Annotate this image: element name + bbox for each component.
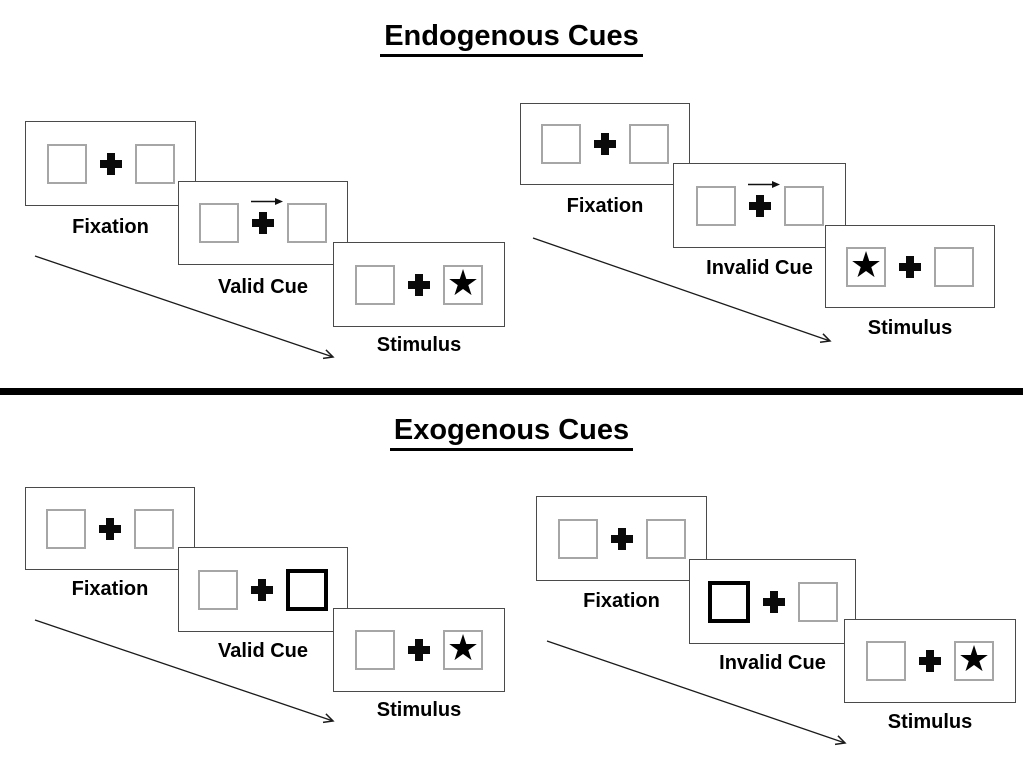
- plus-glyph: [251, 578, 273, 601]
- right-placeholder-box: [645, 518, 686, 559]
- target-star-icon: ★: [957, 639, 991, 680]
- right-placeholder-box: [287, 203, 327, 243]
- left-placeholder-box: [46, 508, 86, 549]
- plus-glyph: [919, 650, 941, 672]
- frame-label-stimulus: Stimulus: [867, 317, 953, 339]
- plus-glyph: [99, 152, 122, 175]
- timeline-arrow-icon: [34, 255, 335, 360]
- fixation-cross-icon: [919, 650, 941, 672]
- fixation-frame: [25, 487, 195, 570]
- frame-label-cue: Invalid Cue: [719, 652, 826, 674]
- left-placeholder-box: [355, 264, 395, 305]
- fixation-cross-icon: [594, 133, 616, 155]
- plus-glyph: [408, 639, 430, 661]
- fixation-cross-icon: [899, 255, 921, 278]
- left-placeholder-box: [199, 203, 239, 243]
- target-star-icon: ★: [446, 262, 480, 304]
- target-box: ★: [846, 244, 886, 287]
- right-placeholder-box: [134, 143, 175, 184]
- plus-glyph: [99, 517, 121, 540]
- fixation-cross-icon: [251, 198, 283, 234]
- left-placeholder-box: [557, 518, 598, 559]
- fixation-cross-icon: [408, 639, 430, 661]
- target-box: ★: [443, 630, 483, 670]
- endogenous-section-title: Endogenous Cues: [380, 20, 643, 57]
- frame-label-stimulus: Stimulus: [376, 334, 462, 356]
- right-placeholder-box: [797, 581, 838, 622]
- frame-label-fixation: Fixation: [71, 578, 149, 600]
- left-placeholder-box: [695, 185, 736, 226]
- target-star-icon: ★: [849, 244, 883, 286]
- target-box: ★: [443, 262, 483, 305]
- section-divider: [0, 388, 1023, 395]
- right-placeholder-box: [783, 185, 824, 226]
- right-placeholder-box: [629, 124, 669, 164]
- stimulus-frame: ★: [844, 619, 1016, 703]
- plus-glyph: [899, 255, 921, 278]
- exogenous-section-title-row: Exogenous Cues: [0, 414, 1023, 451]
- stimulus-frame: ★: [333, 608, 505, 692]
- right-placeholder-box: [934, 246, 974, 287]
- cue-highlight-box: [286, 568, 328, 611]
- exogenous-section-title: Exogenous Cues: [389, 414, 634, 451]
- left-placeholder-box: [866, 641, 906, 681]
- plus-glyph: [252, 212, 274, 234]
- fixation-cross-icon: [99, 517, 121, 540]
- left-placeholder-box: [355, 630, 395, 670]
- stimulus-frame: ★: [333, 242, 505, 327]
- fixation-cross-icon: [408, 273, 430, 296]
- frame-label-cue: Valid Cue: [217, 276, 309, 298]
- fixation-cross-icon: [99, 152, 122, 175]
- cue-frame: [178, 181, 348, 265]
- frame-label-fixation: Fixation: [583, 590, 660, 612]
- endogenous-section-title-row: Endogenous Cues: [0, 20, 1023, 57]
- fixation-frame: [536, 496, 707, 581]
- frame-label-fixation: Fixation: [566, 195, 644, 217]
- fixation-cross-icon: [610, 527, 633, 550]
- frame-label-stimulus: Stimulus: [376, 699, 462, 721]
- left-placeholder-box: [198, 569, 238, 610]
- fixation-frame: [25, 121, 196, 206]
- frame-label-stimulus: Stimulus: [887, 711, 973, 733]
- stimulus-frame: ★: [825, 225, 995, 308]
- timeline-arrow-icon: [532, 237, 832, 344]
- plus-glyph: [594, 133, 616, 155]
- cue-highlight-box: [707, 580, 750, 623]
- fixation-cross-icon: [251, 578, 273, 601]
- frame-label-cue: Invalid Cue: [706, 257, 813, 279]
- right-placeholder-box: [134, 508, 174, 549]
- cue-frame: [178, 547, 348, 632]
- target-box: ★: [954, 641, 994, 681]
- fixation-cross-icon: [747, 180, 780, 217]
- left-placeholder-box: [541, 124, 581, 164]
- cue-frame: [673, 163, 846, 248]
- cue-frame: [689, 559, 856, 644]
- plus-glyph: [748, 194, 771, 217]
- frame-label-fixation: Fixation: [72, 216, 149, 238]
- plus-glyph: [408, 273, 430, 296]
- fixation-frame: [520, 103, 690, 185]
- cue-arrow-icon: [747, 180, 780, 188]
- plus-glyph: [762, 590, 785, 613]
- left-placeholder-box: [46, 143, 87, 184]
- target-star-icon: ★: [446, 628, 480, 669]
- cue-arrow-icon: [251, 198, 283, 205]
- fixation-cross-icon: [762, 590, 785, 613]
- plus-glyph: [610, 527, 633, 550]
- frame-label-cue: Valid Cue: [217, 640, 309, 662]
